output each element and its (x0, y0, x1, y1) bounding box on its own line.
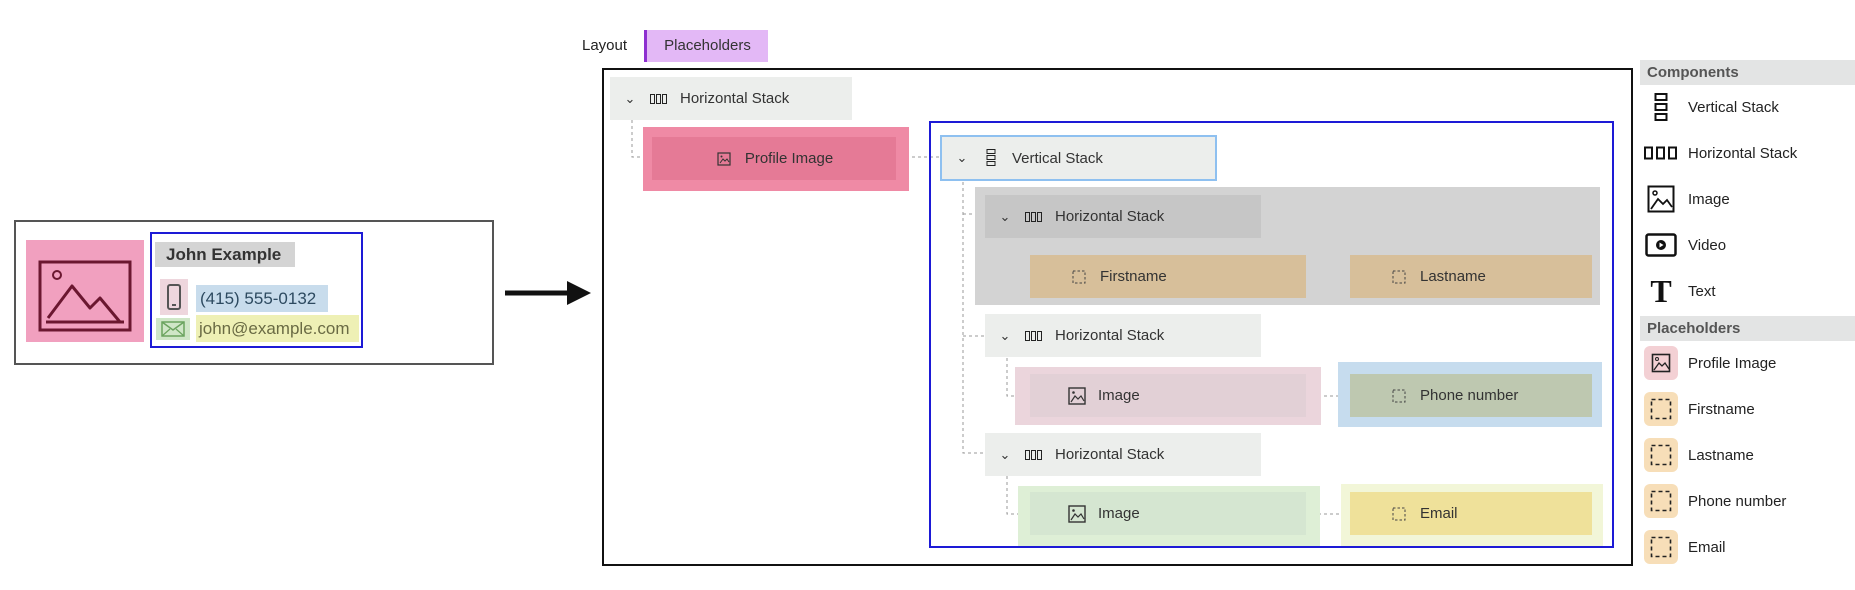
profile-image-placeholder (26, 240, 144, 342)
components-heading: Components (1640, 60, 1855, 85)
vertical-stack-icon (1644, 90, 1678, 124)
component-label: Vertical Stack (1688, 98, 1779, 116)
node-label: Image (1098, 387, 1140, 404)
node-label: Horizontal Stack (1055, 208, 1165, 225)
vertical-stack-selection (150, 232, 363, 348)
chevron-down-icon[interactable]: ⌄ (999, 327, 1011, 343)
node-label: Horizontal Stack (1055, 446, 1165, 463)
arrow-right-icon (505, 281, 591, 305)
placeholder-phone-number[interactable]: Phone number (1640, 481, 1855, 521)
mail-icon (156, 318, 190, 340)
placeholder-icon (1644, 484, 1678, 518)
horizontal-stack-icon (1025, 327, 1043, 345)
tree-row3-image[interactable]: Image (1030, 492, 1306, 535)
component-image[interactable]: Image (1640, 179, 1855, 219)
tab-placeholders[interactable]: Placeholders (644, 30, 768, 62)
tree-firstname[interactable]: Firstname (1030, 255, 1306, 298)
placeholder-email[interactable]: Email (1640, 527, 1855, 567)
horizontal-stack-icon (1025, 208, 1043, 226)
preview-email: john@example.com (196, 315, 359, 342)
text-icon: T (1650, 272, 1672, 309)
horizontal-stack-icon (1644, 136, 1678, 170)
image-icon (38, 260, 132, 332)
node-label: Image (1098, 505, 1140, 522)
tree-row2-image[interactable]: Image (1030, 374, 1306, 417)
horizontal-stack-icon (650, 90, 668, 108)
tree-profile-image[interactable]: Profile Image (652, 137, 896, 180)
component-video[interactable]: Video (1640, 225, 1855, 265)
tree-phone-number[interactable]: Phone number (1350, 374, 1592, 417)
tab-layout[interactable]: Layout (582, 37, 628, 54)
tree-root-horizontal-stack[interactable]: ⌄ Horizontal Stack (610, 77, 852, 120)
node-label: Email (1420, 505, 1458, 522)
chevron-down-icon[interactable]: ⌄ (999, 208, 1011, 224)
placeholder-label: Lastname (1688, 446, 1754, 464)
placeholder-icon (1390, 505, 1408, 523)
node-label: Horizontal Stack (1055, 327, 1165, 344)
placeholder-icon (1390, 268, 1408, 286)
image-icon (1068, 386, 1086, 405)
component-horizontal-stack[interactable]: Horizontal Stack (1640, 133, 1855, 173)
image-icon (1644, 182, 1678, 216)
placeholder-label: Email (1688, 538, 1726, 556)
preview-name: John Example (155, 242, 295, 267)
component-panel: Components Vertical Stack Horizontal Sta… (1640, 58, 1855, 590)
vertical-stack-selection-frame (929, 121, 1614, 548)
node-label: Profile Image (744, 150, 834, 167)
node-label: Firstname (1100, 268, 1167, 285)
tree-lastname[interactable]: Lastname (1350, 255, 1592, 298)
placeholder-label: Phone number (1688, 492, 1787, 510)
placeholder-lastname[interactable]: Lastname (1640, 435, 1855, 475)
phone-icon (160, 279, 188, 315)
placeholder-label: Profile Image (1688, 354, 1777, 372)
node-label: Horizontal Stack (680, 90, 790, 107)
component-label: Image (1688, 190, 1730, 208)
image-icon (1068, 504, 1086, 523)
component-label: Text (1688, 282, 1716, 300)
node-label: Lastname (1420, 268, 1486, 285)
horizontal-stack-icon (1025, 446, 1043, 464)
placeholder-icon (1070, 268, 1088, 286)
node-label: Vertical Stack (1012, 149, 1103, 167)
preview-phone: (415) 555-0132 (196, 285, 328, 312)
component-label: Horizontal Stack (1688, 144, 1798, 162)
placeholder-icon (1644, 530, 1678, 564)
placeholder-icon (1644, 438, 1678, 472)
layout-canvas (602, 68, 1633, 566)
placeholder-profile-image[interactable]: Profile Image (1640, 343, 1855, 383)
tree-email[interactable]: Email (1350, 492, 1592, 535)
image-icon (715, 150, 733, 168)
tree-vertical-stack[interactable]: ⌄ Vertical Stack (940, 135, 1217, 181)
component-text[interactable]: T Text (1640, 271, 1855, 311)
tree-row1-horizontal-stack[interactable]: ⌄ Horizontal Stack (985, 195, 1261, 238)
node-label: Phone number (1420, 387, 1519, 404)
placeholder-icon (1644, 392, 1678, 426)
contact-card-preview (14, 220, 494, 365)
component-label: Video (1688, 236, 1727, 254)
vertical-stack-icon (982, 149, 1000, 167)
chevron-down-icon[interactable]: ⌄ (624, 90, 636, 106)
placeholder-icon (1390, 387, 1408, 405)
placeholders-heading: Placeholders (1640, 316, 1855, 341)
placeholder-label: Firstname (1688, 400, 1755, 418)
placeholder-firstname[interactable]: Firstname (1640, 389, 1855, 429)
video-icon (1644, 228, 1678, 262)
component-vertical-stack[interactable]: Vertical Stack (1640, 87, 1855, 127)
chevron-down-icon[interactable]: ⌄ (999, 446, 1011, 462)
tree-row3-horizontal-stack[interactable]: ⌄ Horizontal Stack (985, 433, 1261, 476)
image-icon (1644, 346, 1678, 380)
chevron-down-icon[interactable]: ⌄ (956, 150, 968, 165)
tree-row2-horizontal-stack[interactable]: ⌄ Horizontal Stack (985, 314, 1261, 357)
